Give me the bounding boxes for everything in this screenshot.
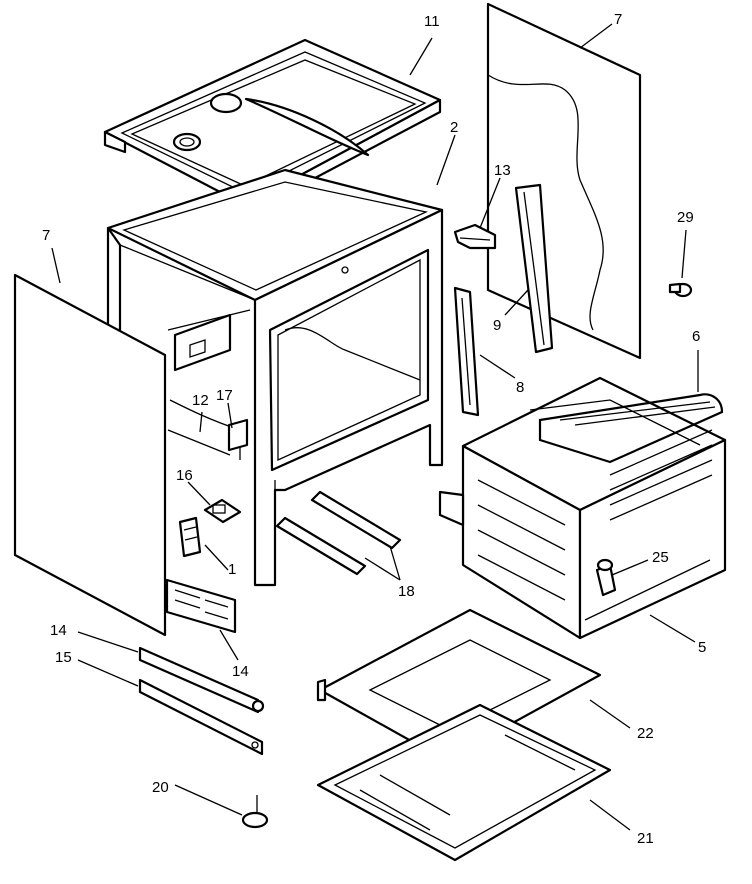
part-17-trim bbox=[138, 678, 264, 756]
callout-18: 20 bbox=[152, 779, 169, 796]
callout-22: 22 bbox=[637, 725, 654, 742]
part-19-terminal bbox=[227, 418, 249, 452]
leader-29 bbox=[681, 229, 687, 279]
leader-15 bbox=[77, 631, 139, 653]
part-18-leveling-leg bbox=[241, 795, 269, 829]
leader-19 bbox=[227, 402, 233, 429]
part-29-fastener bbox=[668, 282, 693, 298]
callout-9: 9 bbox=[493, 317, 501, 334]
part-21-drawer-bottom bbox=[316, 703, 612, 862]
callout-5: 5 bbox=[698, 639, 706, 656]
leader-13 bbox=[479, 177, 501, 229]
part-8-channel bbox=[453, 286, 480, 417]
part-6-oven-rack bbox=[538, 393, 724, 464]
leader-18 bbox=[174, 784, 243, 816]
part-15-trim bbox=[138, 646, 265, 714]
callout-labels: 11 2 7 13 29 7 9 6 8 17 12 16 25 1 18 14… bbox=[42, 11, 706, 847]
part-14-control-board bbox=[165, 578, 237, 634]
callout-1: 1 bbox=[228, 561, 236, 578]
part-16-switch bbox=[203, 498, 242, 524]
part-9-rail bbox=[514, 183, 554, 354]
callout-15: 14 bbox=[50, 622, 67, 639]
callout-25: 25 bbox=[652, 549, 669, 566]
part-13-bracket bbox=[453, 223, 497, 250]
part-20-brackets bbox=[275, 490, 402, 576]
leader-7-left bbox=[51, 247, 61, 284]
callout-19: 17 bbox=[216, 387, 233, 404]
leader-16 bbox=[187, 481, 211, 506]
leader-7-right bbox=[579, 23, 613, 49]
callout-2: 2 bbox=[450, 119, 458, 136]
callout-17: 15 bbox=[55, 649, 72, 666]
callout-7-right: 7 bbox=[614, 11, 622, 28]
leader-25 bbox=[611, 559, 649, 576]
leader-20a bbox=[364, 557, 401, 581]
leader-22 bbox=[589, 699, 631, 729]
part-7-left-side-panel bbox=[13, 273, 167, 637]
leader-1 bbox=[204, 544, 229, 571]
leader-12 bbox=[199, 411, 203, 433]
part-25-light bbox=[595, 558, 617, 597]
callout-11: 11 bbox=[424, 13, 440, 30]
callout-8: 8 bbox=[516, 379, 524, 396]
leader-14 bbox=[219, 629, 239, 661]
leader-8 bbox=[479, 354, 516, 379]
callout-21: 21 bbox=[637, 830, 654, 847]
callout-6: 6 bbox=[692, 328, 700, 345]
leader-17 bbox=[77, 659, 139, 687]
callout-13: 13 bbox=[494, 162, 511, 179]
leader-9 bbox=[504, 289, 529, 316]
part-7-right-side-panel bbox=[486, 2, 642, 360]
callout-12: 12 bbox=[192, 392, 209, 409]
part-5-oven-cavity bbox=[438, 376, 727, 640]
leader-5 bbox=[649, 614, 696, 643]
leader-lines bbox=[51, 23, 699, 831]
leader-11 bbox=[409, 37, 433, 76]
leader-2 bbox=[436, 134, 456, 186]
callout-29: 29 bbox=[677, 209, 694, 226]
callout-14: 14 bbox=[232, 663, 249, 680]
leader-20b bbox=[389, 545, 401, 581]
part-1-relay bbox=[178, 516, 202, 558]
callout-16: 16 bbox=[176, 467, 193, 484]
part-2-cabinet-frame bbox=[106, 168, 444, 587]
callout-7-left: 7 bbox=[42, 227, 50, 244]
callout-20: 18 bbox=[398, 583, 415, 600]
leader-21 bbox=[589, 799, 631, 831]
